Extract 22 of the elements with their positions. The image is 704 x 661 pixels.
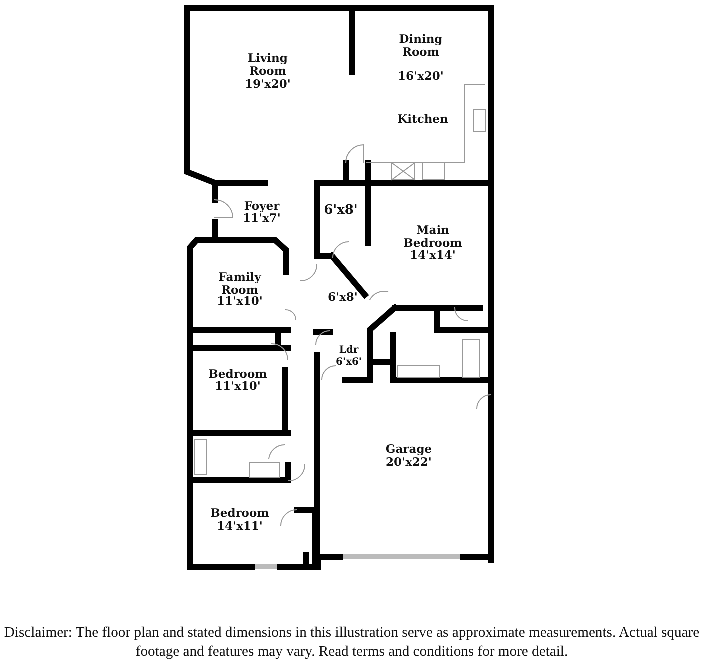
room-dimension: 11'x7' <box>242 212 282 225</box>
disclaimer-note: Disclaimer: The floor plan and stated dimensions in this illustration serve as approximate measurements. Actual square footage and features may vary. Read terms and conditions for more detail. <box>3 624 701 661</box>
room-dimension: 14'x11' <box>216 520 264 533</box>
room-name: Bedroom <box>208 368 268 381</box>
room-name: Foyer <box>243 200 281 213</box>
room-dimension: 6'x8' <box>327 291 359 304</box>
room-name: Kitchen <box>396 113 450 126</box>
room-name: Family Room <box>218 271 263 297</box>
room-name: Bedroom <box>210 507 270 520</box>
room-dimension: 19'x20' <box>244 78 292 91</box>
room-name: Garage <box>384 443 434 456</box>
room-dimension: 16'x20' <box>397 70 445 83</box>
room-name: Dining Room <box>398 33 444 59</box>
room-name: Living Room <box>247 52 289 78</box>
room-dimension: 6'x8' <box>323 204 359 217</box>
room-dimension: 6'x6' <box>334 356 363 369</box>
room-dimension: 11'x10' <box>216 295 264 308</box>
room-dimension: Ldr <box>338 344 360 357</box>
room-dimension: 14'x14' <box>409 249 457 262</box>
room-name: Main Bedroom <box>402 224 464 250</box>
room-dimension: 20'x22' <box>385 456 433 469</box>
room-dimension: 11'x10' <box>214 380 262 393</box>
